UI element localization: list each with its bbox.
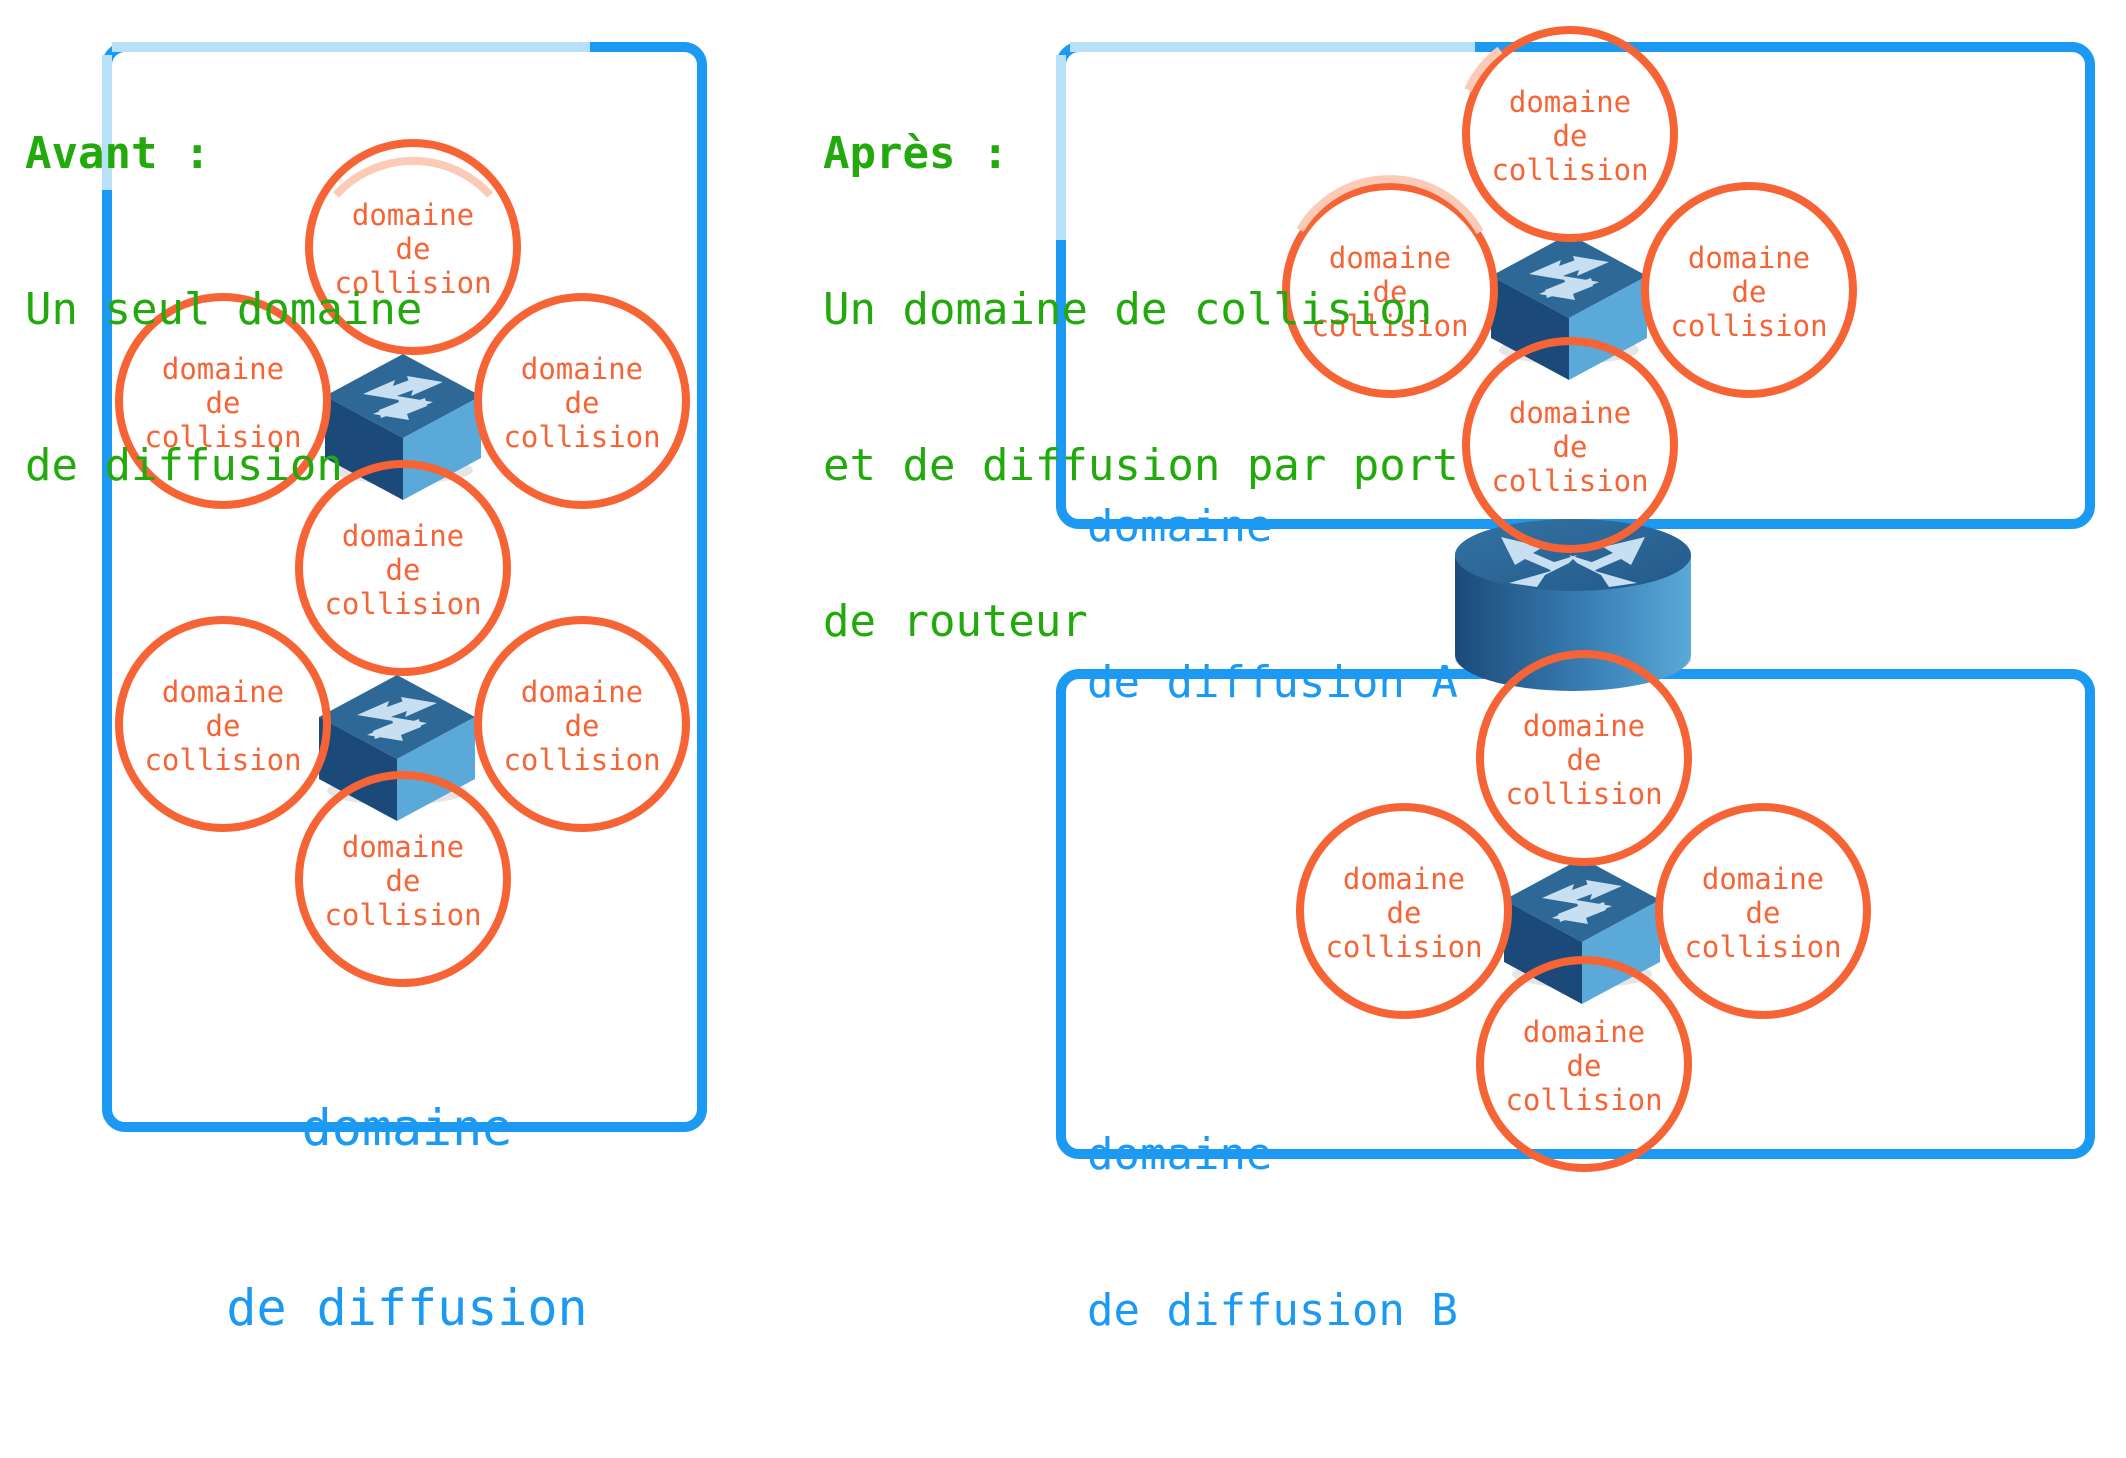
before-line-1: Un seul domaine xyxy=(25,284,423,335)
broadcast-label-line: de diffusion xyxy=(226,1279,588,1337)
collision-domain xyxy=(1645,186,1853,394)
network-switch-icon xyxy=(1504,858,1660,1004)
broadcast-label-line: domaine xyxy=(301,1099,513,1157)
diagram-stage: Avant : Un seul domaine de diffusion Apr… xyxy=(25,0,2095,1337)
collision-circle-fade xyxy=(333,156,493,198)
broadcast-label-before: domaine de diffusion xyxy=(207,978,607,1458)
broadcast-label-b: domaine de diffusion B xyxy=(1087,1025,1458,1441)
broadcast-label-line: domaine xyxy=(1087,501,1273,552)
before-title: Avant : xyxy=(25,128,211,179)
after-line-2: et de diffusion par port xyxy=(823,440,1459,491)
after-line-1: Un domaine de collision xyxy=(823,284,1433,335)
broadcast-label-line: de diffusion B xyxy=(1087,1285,1458,1336)
after-line-3: de routeur xyxy=(823,596,1088,647)
collision-domain xyxy=(1300,807,1508,1015)
after-title: Après : xyxy=(823,128,1009,179)
broadcast-label-a: domaine de diffusion A xyxy=(1087,397,1458,813)
after-heading: Après : Un domaine de collision et de di… xyxy=(823,24,1459,752)
router-icon xyxy=(1455,519,1691,691)
before-heading: Avant : Un seul domaine de diffusion xyxy=(25,24,422,596)
before-line-2: de diffusion xyxy=(25,440,343,491)
collision-domain xyxy=(478,297,686,505)
broadcast-label-line: de diffusion A xyxy=(1087,657,1458,708)
collision-domain xyxy=(478,620,686,828)
collision-domain xyxy=(1466,30,1674,238)
broadcast-label-line: domaine xyxy=(1087,1129,1273,1180)
collision-circle-fade xyxy=(1464,46,1503,92)
diagram-canvas xyxy=(102,0,2095,1181)
collision-domain xyxy=(1659,807,1867,1015)
collision-domain xyxy=(119,620,327,828)
collision-circle-fade xyxy=(1296,175,1484,234)
